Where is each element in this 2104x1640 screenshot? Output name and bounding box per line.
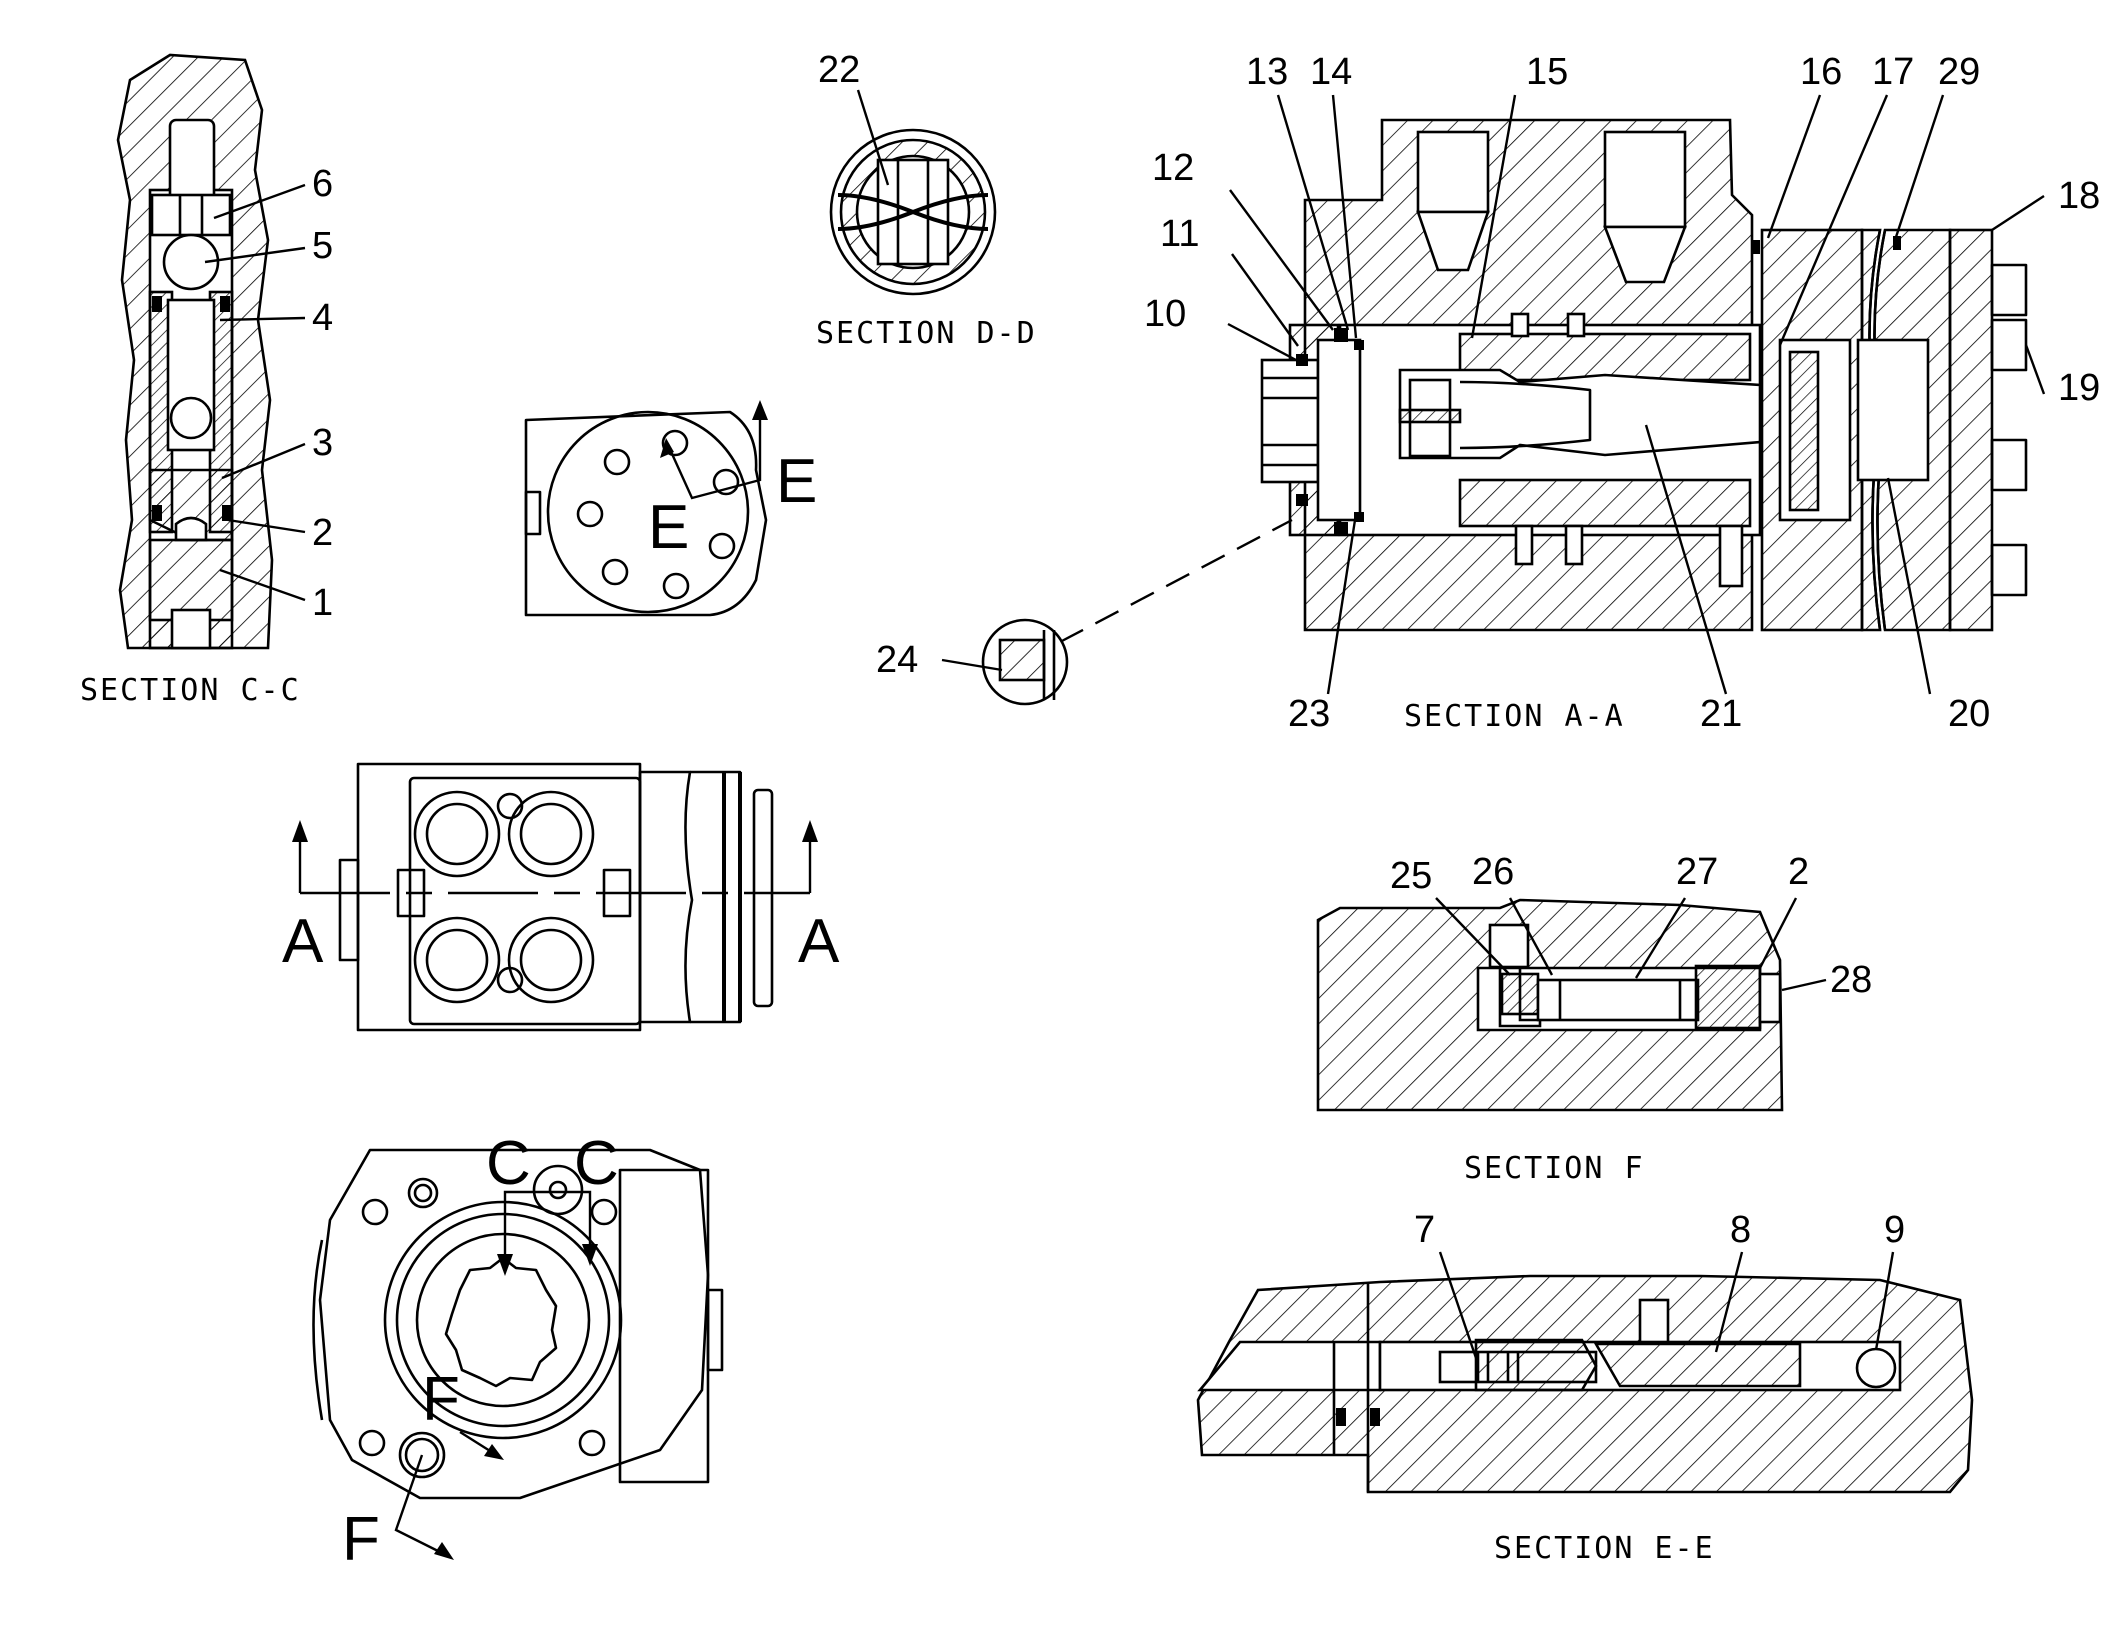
callout-13: 13 [1246,51,1288,93]
callout-14: 14 [1310,51,1352,93]
callout-6: 6 [312,163,333,205]
section-dd-label: SECTION D-D [816,316,1037,351]
top-view-a [292,762,818,1032]
cutting-plane-c-right: C [574,1129,619,1198]
section-cc-view [116,53,306,650]
callout-3: 3 [312,422,333,464]
callout-12: 12 [1152,147,1194,189]
cutting-plane-e-left: E [648,493,689,562]
callout-2: 2 [312,512,333,554]
callout-17: 17 [1872,51,1914,93]
section-f-view [1316,897,1827,1112]
section-ee-label: SECTION E-E [1494,1531,1715,1566]
end-view-e [524,400,768,617]
callout-9: 9 [1884,1209,1905,1251]
callout-18: 18 [2058,175,2100,217]
callout-23: 23 [1288,693,1330,735]
callout-11: 11 [1160,213,1199,255]
section-aa-view [941,94,2046,706]
cutting-plane-f-upper: F [422,1365,460,1434]
cutting-plane-f-lower: F [342,1505,380,1574]
callout-24: 24 [876,639,918,681]
section-aa-label: SECTION A-A [1404,699,1625,734]
cutting-plane-e-right: E [776,447,817,516]
section-f-label: SECTION F [1464,1151,1645,1186]
callout-10: 10 [1144,293,1186,335]
callout-16: 16 [1800,51,1842,93]
cutting-plane-a-left: A [282,907,324,976]
callout-28: 28 [1830,959,1872,1001]
callout-20: 20 [1948,693,1990,735]
callout-21: 21 [1700,693,1742,735]
section-ee-view [1196,1251,1974,1494]
callout-15: 15 [1526,51,1568,93]
callout-5: 5 [312,225,333,267]
cutting-plane-c-left: C [486,1129,531,1198]
callout-2-section-f: 2 [1788,851,1809,893]
callout-7: 7 [1414,1209,1435,1251]
callout-26: 26 [1472,851,1514,893]
callout-19: 19 [2058,367,2100,409]
callout-8: 8 [1730,1209,1751,1251]
callout-4: 4 [312,297,333,339]
callout-22: 22 [818,49,860,91]
section-dd-view [829,89,997,296]
callout-29: 29 [1938,51,1980,93]
end-view-c-f [312,1148,724,1560]
callout-25: 25 [1390,855,1432,897]
section-cc-label: SECTION C-C [80,673,301,708]
callout-1: 1 [312,582,333,624]
cutting-plane-a-right: A [798,907,840,976]
callout-27: 27 [1676,851,1718,893]
